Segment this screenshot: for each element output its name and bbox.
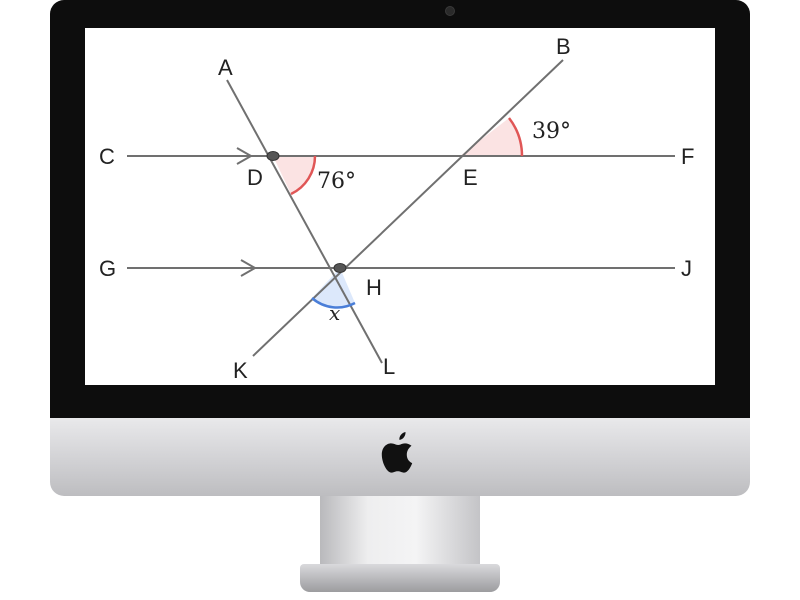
angle-d-fill (273, 156, 316, 194)
label-b: B (556, 34, 571, 59)
apple-logo-icon (381, 432, 413, 473)
label-a: A (218, 55, 233, 80)
angle-h-fill (312, 268, 355, 308)
point-d-marker (266, 151, 280, 161)
monitor-stand-neck (320, 496, 480, 566)
geometry-diagram: A B C D E F G H J K L 76° 39° x (99, 34, 694, 383)
label-g: G (99, 256, 116, 281)
label-d: D (247, 165, 263, 190)
angle-d-label: 76° (317, 169, 356, 194)
monitor-screen: A B C D E F G H J K L 76° 39° x (85, 28, 715, 385)
angle-d-arc (290, 155, 317, 196)
angle-e-label: 39° (532, 119, 571, 144)
line-al (226, 79, 383, 364)
point-h-marker (333, 263, 347, 273)
parallel-arrow-gj (240, 259, 258, 277)
angle-h-label: x (329, 301, 340, 325)
label-c: C (99, 144, 115, 169)
label-h: H (366, 275, 382, 300)
angle-h-arc (311, 297, 356, 309)
angle-e-arc (508, 117, 524, 157)
label-e: E (463, 165, 478, 190)
monitor-stand-foot (300, 564, 500, 592)
label-l: L (383, 354, 395, 379)
label-f: F (681, 144, 694, 169)
parallel-arrow-cf (236, 147, 254, 165)
label-j: J (681, 256, 692, 281)
line-bk (252, 59, 564, 357)
label-k: K (233, 358, 248, 383)
camera-icon (445, 6, 455, 16)
angle-e-fill (460, 118, 522, 156)
